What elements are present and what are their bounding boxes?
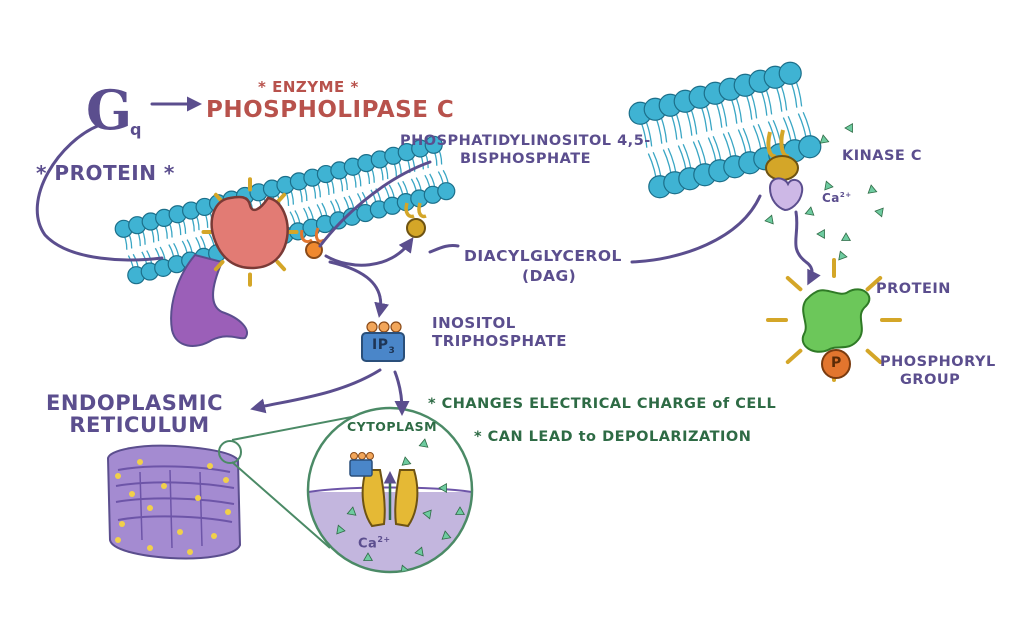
protein-tag: * PROTEIN *	[36, 161, 175, 185]
pip2-label-line2: BISPHOSPHATE	[460, 151, 592, 167]
cytoplasm-zoom-circle	[306, 406, 474, 574]
phosphate-letter: P	[831, 355, 842, 371]
ip3-molecule	[361, 321, 405, 362]
g-protein-letter: G	[86, 78, 133, 142]
gq-protein-shape	[170, 253, 248, 347]
substrate-protein	[766, 258, 902, 382]
pkc-calcium-label: Ca2+	[822, 191, 852, 205]
dag-label-line2: (DAG)	[522, 267, 577, 285]
phospholipase-c-label: PHOSPHOLIPASE C	[206, 97, 455, 123]
ip3-label-line2: TRIPHOSPHATE	[432, 332, 567, 350]
circle-calcium-label: Ca2+	[358, 535, 391, 552]
endoplasmic-reticulum	[106, 444, 242, 560]
plasma-membrane-pkc	[628, 61, 822, 199]
dag-molecule	[404, 202, 427, 238]
pip2-label-line1: PHOSPHATIDYLINOSITOL 4,5-	[400, 133, 651, 149]
calcium-ions	[764, 122, 884, 261]
kinase-c-label: KINASE C	[842, 148, 923, 164]
enzyme-tag: * ENZYME *	[258, 78, 359, 96]
note-electrical-charge: * CHANGES ELECTRICAL CHARGE of CELL	[428, 396, 777, 412]
protein-label: PROTEIN	[876, 281, 951, 297]
g-protein-subscript: q	[130, 120, 142, 139]
arrows	[35, 96, 821, 416]
cytoplasm-label: CYTOPLASM	[347, 419, 438, 434]
phosphoryl-label-line1: PHOSPHORYL	[880, 354, 996, 370]
dag-label-line1: DIACYLGLYCEROL	[464, 247, 622, 265]
kinase-c-shape	[768, 177, 804, 212]
phosphoryl-label-line2: GROUP	[900, 372, 961, 388]
er-zoom-marker	[218, 440, 242, 464]
plasma-membrane	[114, 135, 456, 285]
ip3-badge-text: IP3	[372, 337, 396, 356]
phospholipase-c-enzyme	[201, 177, 299, 287]
ip3-label-line1: INOSITOL	[432, 314, 516, 332]
note-depolarization: * CAN LEAD to DEPOLARIZATION	[474, 429, 752, 445]
